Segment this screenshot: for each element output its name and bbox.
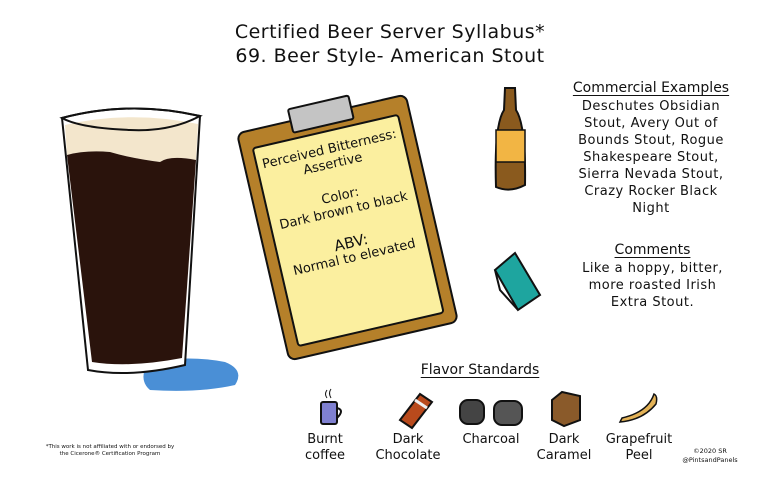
title-line-1: Certified Beer Server Syllabus* xyxy=(234,21,546,43)
title-line-2: 69. Beer Style- American Stout xyxy=(235,45,545,67)
caramel-cube-icon xyxy=(551,390,581,428)
flavor-item-burnt-coffee: Burnt coffee xyxy=(304,432,346,463)
pint-glass-icon xyxy=(59,107,239,391)
coffee-mug-icon xyxy=(320,388,342,425)
chocolate-bar-icon xyxy=(398,392,434,430)
comments-section: Comments Like a hoppy, bitter, more roas… xyxy=(570,242,735,311)
book-icon xyxy=(493,251,542,312)
commercial-examples-heading: Commercial Examples xyxy=(572,80,730,96)
commercial-examples-section: Commercial Examples Deschutes Obsidian S… xyxy=(566,80,736,217)
charcoal-icon xyxy=(459,399,523,426)
peel-icon xyxy=(618,392,658,423)
page-title: Certified Beer Server Syllabus* 69. Beer… xyxy=(200,20,580,68)
flavor-standards-heading: Flavor Standards xyxy=(420,362,540,378)
disclaimer: *This work is not affiliated with or end… xyxy=(45,444,175,457)
flavor-item-dark-chocolate: Dark Chocolate xyxy=(375,432,441,463)
flavor-item-dark-caramel: Dark Caramel xyxy=(536,432,592,463)
beer-bottle-icon xyxy=(494,87,527,191)
copyright: ©2020 SR @PintsandPanels xyxy=(682,447,738,464)
flavor-item-grapefruit-peel: Grapefruit Peel xyxy=(605,432,673,463)
comments-heading: Comments xyxy=(614,242,691,258)
comments-text: Like a hoppy, bitter, more roasted Irish… xyxy=(582,261,723,310)
clipboard: Perceived Bitterness: Assertive Color: D… xyxy=(235,93,460,362)
flavor-item-charcoal: Charcoal xyxy=(462,432,520,447)
commercial-examples-text: Deschutes Obsidian Stout, Avery Out of B… xyxy=(578,99,724,216)
